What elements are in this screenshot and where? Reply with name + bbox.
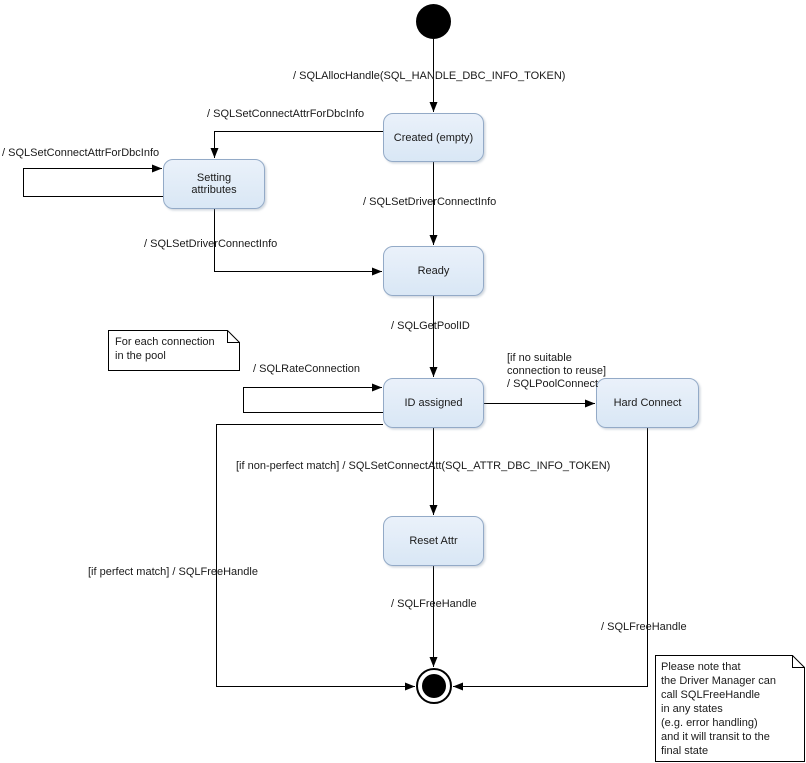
edge-setting-attributes-self-loop [23,164,163,197]
transition-label-free-handle-perfect-match: [if perfect match] / SQLFreeHandle [88,566,258,578]
state-ready-label: Ready [417,265,450,277]
state-created-empty: Created (empty) [383,113,484,162]
transition-label-rate-connection: / SQLRateConnection [253,363,361,375]
state-reset-attr: Reset Attr [383,516,484,566]
state-ready: Ready [383,246,484,296]
state-hard-connect-label: Hard Connect [613,397,682,409]
state-id-assigned: ID assigned [383,378,484,428]
final-state-inner-dot [422,674,446,698]
note-pool-fold-icon [227,330,240,343]
transition-label-alloc-handle: / SQLAllocHandle(SQL_HANDLE_DBC_INFO_TOK… [293,70,566,82]
state-created-empty-label: Created (empty) [393,131,474,144]
edge-id-assigned-to-final-perfect-match [216,424,415,691]
note-driver-manager-text: Please note that the Driver Manager can … [661,661,776,757]
state-setting-attributes: Setting attributes [163,159,265,209]
note-pool-text: For each connection in the pool [115,336,215,362]
transition-label-free-handle-from-hard-connect: / SQLFreeHandle [601,621,687,633]
transition-label-set-connect-att: [if non-perfect match] / SQLSetConnectAt… [236,460,611,472]
transition-label-set-driver-connect-from-setting: / SQLSetDriverConnectInfo [144,238,278,250]
transition-label-set-connect-attr-self-loop: / SQLSetConnectAttrForDbcInfo [2,147,160,159]
state-id-assigned-label: ID assigned [404,397,463,409]
state-setting-attributes-label: Setting attributes [191,172,237,196]
transition-label-get-pool-id: / SQLGetPoolID [391,320,470,332]
edge-setting-attributes-to-ready [214,209,382,276]
transition-label-set-connect-attr-to-setting: / SQLSetConnectAttrForDbcInfo [207,108,365,120]
transition-label-pool-connect: [if no suitable connection to reuse] / S… [507,352,607,390]
edge-created-to-setting-attributes [210,131,383,158]
initial-state-node [416,4,451,39]
state-hard-connect: Hard Connect [596,378,699,428]
note-driver-manager-shape [655,655,805,762]
state-reset-attr-label: Reset Attr [409,535,458,547]
note-pool-shape [108,330,240,371]
note-driver-manager-fold-icon [792,655,805,668]
transition-label-set-driver-connect-from-created: / SQLSetDriverConnectInfo [363,196,497,208]
edge-hard-connect-to-final [453,428,648,691]
final-state-node [416,668,452,704]
edge-id-assigned-self-loop [243,383,383,413]
transition-label-free-handle-from-reset: / SQLFreeHandle [391,598,477,610]
